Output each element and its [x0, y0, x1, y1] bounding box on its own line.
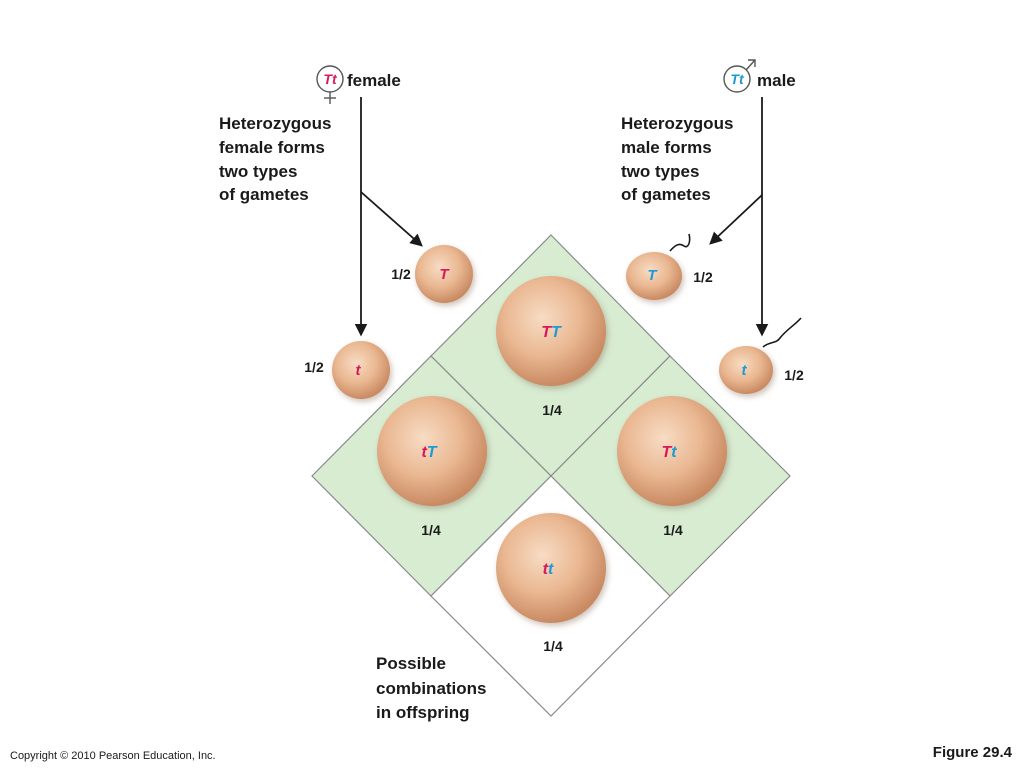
offspring-tt: tt 1/4	[496, 513, 606, 654]
zygote-cell-icon	[617, 396, 727, 506]
female-parent: Tt female Heterozygous female forms two …	[219, 65, 401, 204]
male-gamete-T: T 1/2	[626, 233, 713, 300]
gamete-allele: t	[356, 362, 362, 379]
sperm-tail-icon	[669, 233, 691, 252]
female-description: Heterozygous female forms two types of g…	[219, 114, 336, 204]
offspring-probability: 1/4	[421, 522, 441, 538]
male-symbol-icon	[723, 65, 751, 93]
zygote-cell-icon	[496, 513, 606, 623]
offspring-tT: tT 1/4	[377, 396, 487, 538]
gamete-allele: t	[742, 362, 748, 379]
male-description: Heterozygous male forms two types of gam…	[621, 114, 738, 204]
female-gamete-T: T 1/2	[391, 245, 473, 303]
sperm-tail-icon	[762, 317, 802, 348]
offspring-probability: 1/4	[542, 402, 562, 418]
offspring-probability: 1/4	[543, 638, 563, 654]
male-gamete-t: t 1/2	[719, 317, 804, 394]
gamete-probability: 1/2	[693, 269, 713, 285]
gamete-allele: T	[439, 266, 450, 283]
sperm-cell-icon	[719, 346, 773, 394]
zygote-cell-icon	[496, 276, 606, 386]
male-gamete-arrows	[709, 97, 769, 337]
gamete-allele: T	[647, 267, 658, 284]
offspring-genotype: tt	[543, 561, 554, 578]
zygote-cell-icon	[377, 396, 487, 506]
female-gamete-t: t 1/2	[304, 341, 390, 399]
offspring-Tt: Tt 1/4	[617, 396, 727, 538]
offspring-genotype: Tt	[661, 444, 677, 461]
gamete-probability: 1/2	[304, 359, 324, 375]
gamete-probability: 1/2	[391, 266, 411, 282]
egg-cell-icon	[415, 245, 473, 303]
male-genotype: Tt	[730, 71, 745, 87]
male-arrow-T	[709, 194, 763, 245]
female-label: female	[347, 71, 401, 90]
sperm-cell-icon	[626, 252, 682, 300]
copyright-notice: Copyright © 2010 Pearson Education, Inc.	[10, 750, 216, 762]
gamete-probability: 1/2	[784, 367, 804, 383]
offspring-probability: 1/4	[663, 522, 683, 538]
male-parent: Tt male Heterozygous male forms two type…	[621, 59, 796, 204]
offspring-genotype: tT	[421, 444, 437, 461]
offspring-genotype: TT	[541, 324, 562, 341]
female-arrow-T	[360, 191, 423, 247]
offspring-TT: TT 1/4	[496, 276, 606, 418]
egg-cell-icon	[332, 341, 390, 399]
female-gamete-arrows	[354, 97, 423, 337]
offspring-caption: Possible combinations in offspring	[376, 654, 491, 722]
male-label: male	[757, 71, 796, 90]
female-genotype: Tt	[323, 71, 338, 87]
figure-number: Figure 29.4	[932, 744, 1012, 761]
